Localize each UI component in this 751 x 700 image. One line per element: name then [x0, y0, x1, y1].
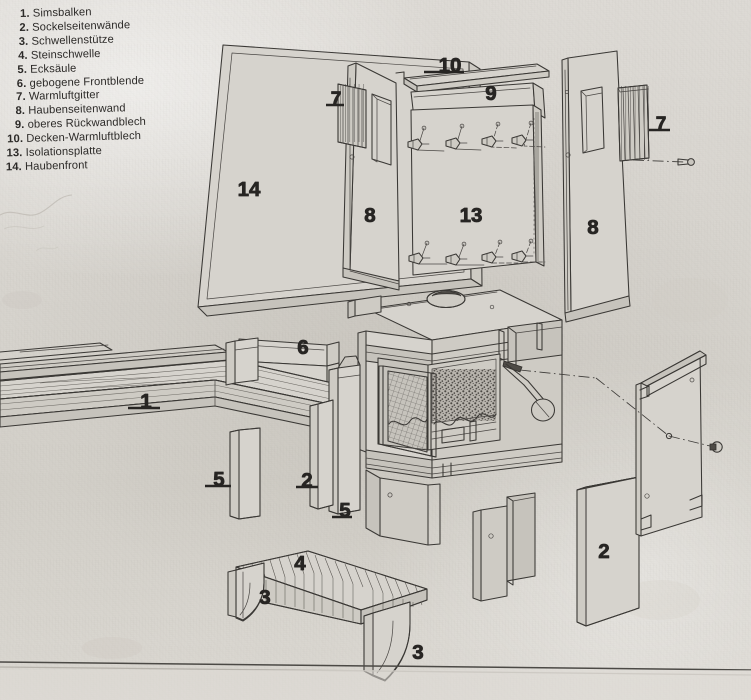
screw-fastener-right: [632, 158, 695, 166]
callout-leaders: [128, 70, 670, 519]
part-2-sockelseitenwand-right: [576, 476, 640, 627]
clip-row-lower: [408, 238, 546, 266]
callout-3-right: 3: [412, 641, 423, 664]
callout-7-right: 7: [656, 114, 667, 135]
clip-row-upper: [407, 120, 546, 152]
part-2-sockelseitenwand-left: [309, 399, 334, 510]
callout-3-left: 3: [259, 586, 270, 609]
callout-10: 10: [439, 54, 462, 77]
callout-14: 14: [238, 178, 261, 201]
sheet-edge-line: [0, 661, 751, 700]
part-10-decken-warmluftblech: [395, 63, 550, 93]
fireplace-insert-body: [347, 289, 597, 602]
part-7-right-warmluftgitter: [617, 84, 650, 162]
part-8-right-haubenseitenwand: [561, 50, 631, 323]
callout-8-left: 8: [364, 204, 375, 227]
callout-6: 6: [297, 336, 308, 359]
rear-mounting-bracket: [595, 350, 723, 537]
part-13-isolationsplatte: [407, 104, 546, 276]
part-3-schwellenstuetze-right: [363, 601, 411, 682]
callout-2-left: 2: [301, 469, 312, 492]
part-5-ecksaeule-right: [328, 355, 361, 515]
callout-13: 13: [460, 204, 483, 227]
callout-2-right: 2: [598, 540, 609, 563]
callout-9: 9: [485, 82, 496, 105]
callout-5-right: 5: [339, 499, 350, 522]
part-5-ecksaeule-left: [225, 337, 261, 520]
part-14-haubenfront: [197, 44, 483, 317]
firebox-door-open[interactable]: [378, 365, 437, 460]
door-handle-lever[interactable]: [502, 360, 597, 422]
callout-4: 4: [294, 552, 306, 575]
callout-1: 1: [140, 390, 151, 413]
callout-7-left: 7: [331, 89, 342, 110]
part-3-schwellenstuetze-left: [227, 562, 265, 622]
callout-8-right: 8: [587, 216, 598, 239]
callout-5-left: 5: [213, 468, 224, 491]
part-7-left-warmluftgitter: [337, 83, 367, 149]
